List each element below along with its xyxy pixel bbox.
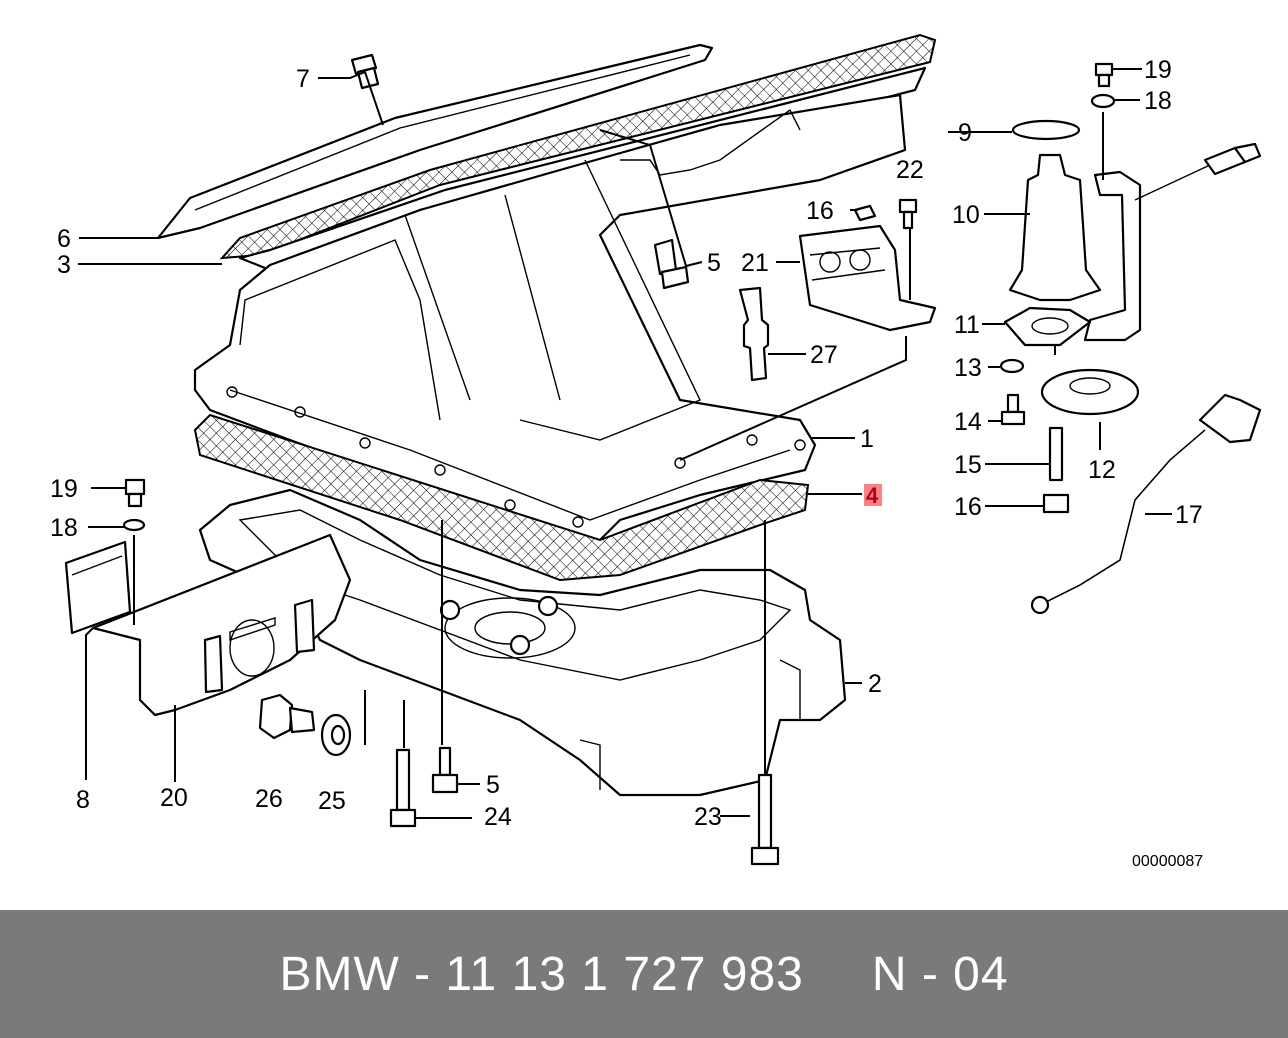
part-24-bolt (389, 748, 417, 828)
part-2-lower-oil-pan (198, 488, 847, 797)
part-20-bracket (91, 533, 352, 717)
label-9: 9 (958, 119, 972, 147)
part-18-washer-right (1090, 93, 1116, 109)
label-17: 17 (1175, 501, 1203, 529)
part-6-baffle-plate (156, 43, 714, 240)
label-18-right: 18 (1144, 87, 1172, 115)
label-16-upper: 16 (806, 197, 834, 225)
part-27-sleeve (738, 286, 770, 382)
label-21: 21 (741, 249, 769, 277)
part-11-gasket-flange (1003, 306, 1092, 347)
label-20: 20 (160, 784, 188, 812)
part-5-bolt-upper (653, 238, 690, 290)
position-number: N - 04 (871, 947, 1009, 1001)
part-19-bolt-left (124, 478, 146, 508)
label-13: 13 (954, 354, 982, 382)
label-6: 6 (57, 225, 71, 253)
label-27: 27 (810, 341, 838, 369)
label-22: 22 (896, 156, 924, 184)
part-17-cable (1030, 393, 1262, 615)
leader-lines (78, 68, 1172, 819)
label-3: 3 (57, 251, 71, 279)
label-1: 1 (860, 425, 874, 453)
diagram-code: 00000087 (1132, 853, 1203, 870)
label-7: 7 (296, 65, 310, 93)
label-2: 2 (868, 670, 882, 698)
label-23: 23 (694, 803, 722, 831)
part-8-plate (64, 540, 132, 635)
label-25: 25 (318, 787, 346, 815)
part-25-washer (320, 713, 352, 757)
label-5-upper: 5 (707, 249, 721, 277)
part-21-clamp-bracket (798, 224, 937, 332)
part-12-cover-plate (1040, 368, 1140, 416)
part-16-nut-lower (1042, 493, 1070, 514)
label-26: 26 (255, 785, 283, 813)
label-14: 14 (954, 408, 982, 436)
label-10: 10 (952, 201, 980, 229)
part-23-bolt (750, 773, 780, 866)
label-4: 4 (866, 483, 879, 508)
part-5-bolt-lower (431, 746, 459, 794)
part-15-stud (1048, 426, 1064, 482)
part-18-washer-left (122, 518, 146, 532)
part-16-nut-upper (853, 204, 877, 222)
label-19-right: 19 (1144, 56, 1172, 84)
label-18-left: 18 (50, 514, 78, 542)
part-4-oil-pan-gasket (193, 413, 810, 582)
part-10-sensor-body (1008, 142, 1262, 342)
parts-diagram: 7 6 3 5 1 4 2 9 10 11 13 14 15 16 12 17 … (50, 33, 1262, 870)
part-number-footer: BMW - 11 13 1 727 983 N - 04 (0, 910, 1288, 1038)
label-24: 24 (484, 803, 512, 831)
part-26-drain-plug (258, 693, 316, 740)
label-8: 8 (76, 786, 90, 814)
part-1-upper-oil-pan (193, 93, 907, 552)
label-19-left: 19 (50, 475, 78, 503)
label-4-highlight (864, 484, 882, 506)
part-labels: 7 6 3 5 1 4 2 9 10 11 13 14 15 16 12 17 … (50, 56, 1203, 870)
part-number: BMW - 11 13 1 727 983 (279, 947, 804, 1001)
label-12: 12 (1088, 456, 1116, 484)
label-16-lower: 16 (954, 493, 982, 521)
label-11: 11 (954, 311, 980, 339)
label-15: 15 (954, 451, 982, 479)
part-9-o-ring (1011, 119, 1081, 141)
part-14-bolt (1000, 393, 1026, 426)
part-19-bolt-right (1094, 62, 1114, 88)
part-13-washer (999, 358, 1025, 374)
label-5-lower: 5 (486, 771, 500, 799)
part-22-screw (898, 198, 918, 230)
